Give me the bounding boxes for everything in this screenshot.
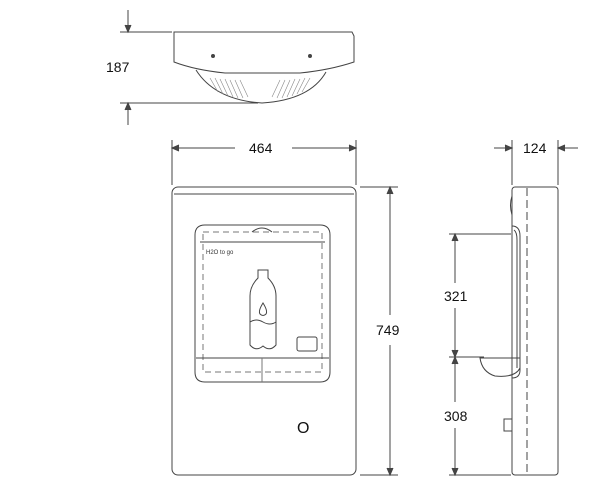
dimension-top-depth: 187 (106, 59, 130, 75)
bottle-icon (249, 269, 277, 350)
dimension-front-width: 464 (249, 140, 273, 156)
side-view (449, 140, 578, 477)
dimension-basin-height: 308 (444, 408, 468, 424)
brand-logo: H2O to go (206, 250, 234, 256)
dimension-side-depth: 124 (523, 140, 547, 156)
push-button-label: O (297, 420, 310, 437)
front-view (170, 140, 398, 477)
dimension-recess-height: 321 (444, 288, 468, 304)
top-view (120, 10, 355, 125)
dimension-front-height: 749 (376, 322, 400, 338)
